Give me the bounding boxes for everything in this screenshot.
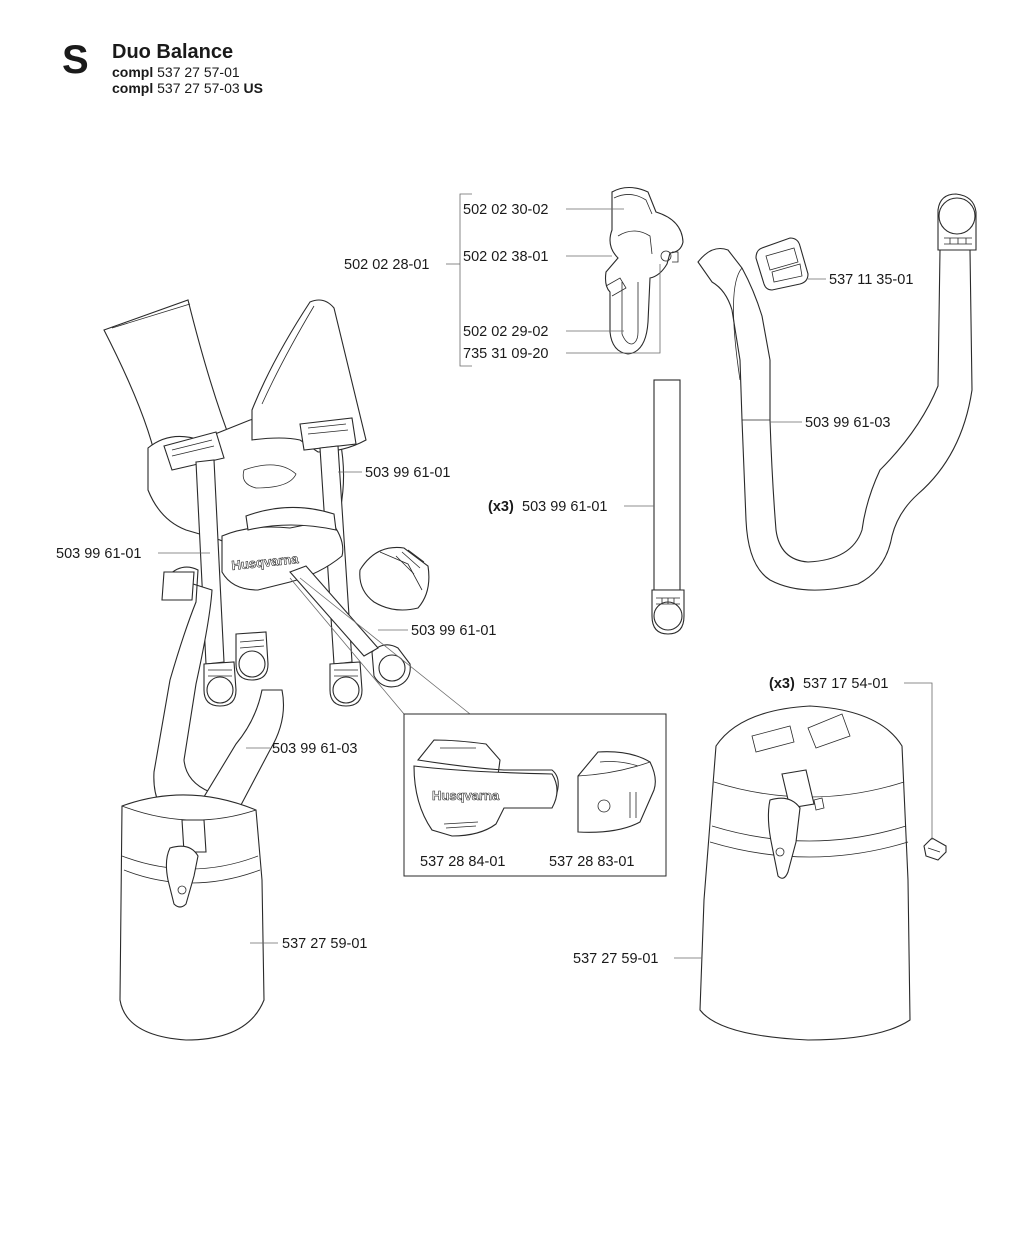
buckle-part (755, 237, 809, 291)
title-block: Duo Balance compl 537 27 57-01 compl 537… (112, 40, 263, 96)
label-502-02-38-01: 502 02 38-01 (463, 249, 548, 265)
harness: Husqvarna (103, 299, 430, 825)
label-503-99-61-01-x3: 503 99 61-01 (522, 499, 607, 515)
label-502-02-28-01: 502 02 28-01 (344, 257, 429, 273)
label-502-02-29-02: 502 02 29-02 (463, 324, 548, 340)
label-502-02-30-02: 502 02 30-02 (463, 202, 548, 218)
long-strap-right (697, 193, 977, 591)
label-503-99-61-03-left: 503 99 61-03 (272, 741, 357, 757)
label-537-17-54-01: 537 17 54-01 (803, 676, 888, 692)
label-qty-x3-screw: (x3) (769, 676, 795, 692)
label-537-11-35-01: 537 11 35-01 (829, 272, 913, 288)
section-letter: S (62, 38, 89, 82)
straight-strap (651, 379, 685, 635)
label-qty-x3-strap: (x3) (488, 499, 514, 515)
harness-logo: Husqvarna (231, 551, 300, 573)
compl-2-number: 537 27 57-03 (157, 80, 240, 96)
leader-to-inset-1 (289, 577, 405, 715)
label-503-99-61-01-left: 503 99 61-01 (56, 546, 141, 562)
compl-2-suffix: US (243, 80, 263, 96)
label-537-27-59-01-left: 537 27 59-01 (282, 936, 367, 952)
hip-pouch-right (699, 705, 911, 1041)
hook-clip-assembly (604, 186, 684, 355)
label-537-28-83-01: 537 28 83-01 (549, 854, 634, 870)
label-503-99-61-01-pad: 503 99 61-01 (411, 623, 496, 639)
label-735-31-09-20: 735 31 09-20 (463, 346, 548, 362)
label-503-99-61-03-right: 503 99 61-03 (805, 415, 890, 431)
compl-2-prefix: compl (112, 80, 154, 96)
assembly-bracket (459, 193, 472, 367)
compl-line-1: compl 537 27 57-01 (112, 64, 263, 80)
hip-pouch-left (119, 794, 265, 1041)
label-537-27-59-01-right: 537 27 59-01 (573, 951, 658, 967)
label-537-28-84-01: 537 28 84-01 (420, 854, 505, 870)
inset-pad-left: Husqvarna (413, 739, 559, 837)
leader-735-31-09-20 (566, 264, 661, 354)
inset-pad-right (577, 751, 656, 833)
label-503-99-61-01-harness: 503 99 61-01 (365, 465, 450, 481)
compl-1-prefix: compl (112, 64, 154, 80)
screw-part (923, 837, 947, 861)
page-title: Duo Balance (112, 41, 234, 63)
compl-1-number: 537 27 57-01 (157, 64, 240, 80)
leader-to-inset-2 (299, 577, 471, 715)
compl-line-2: compl 537 27 57-03 US (112, 80, 263, 96)
leader-537-17-54-01 (904, 682, 933, 840)
inset-logo: Husqvarna (432, 788, 500, 803)
